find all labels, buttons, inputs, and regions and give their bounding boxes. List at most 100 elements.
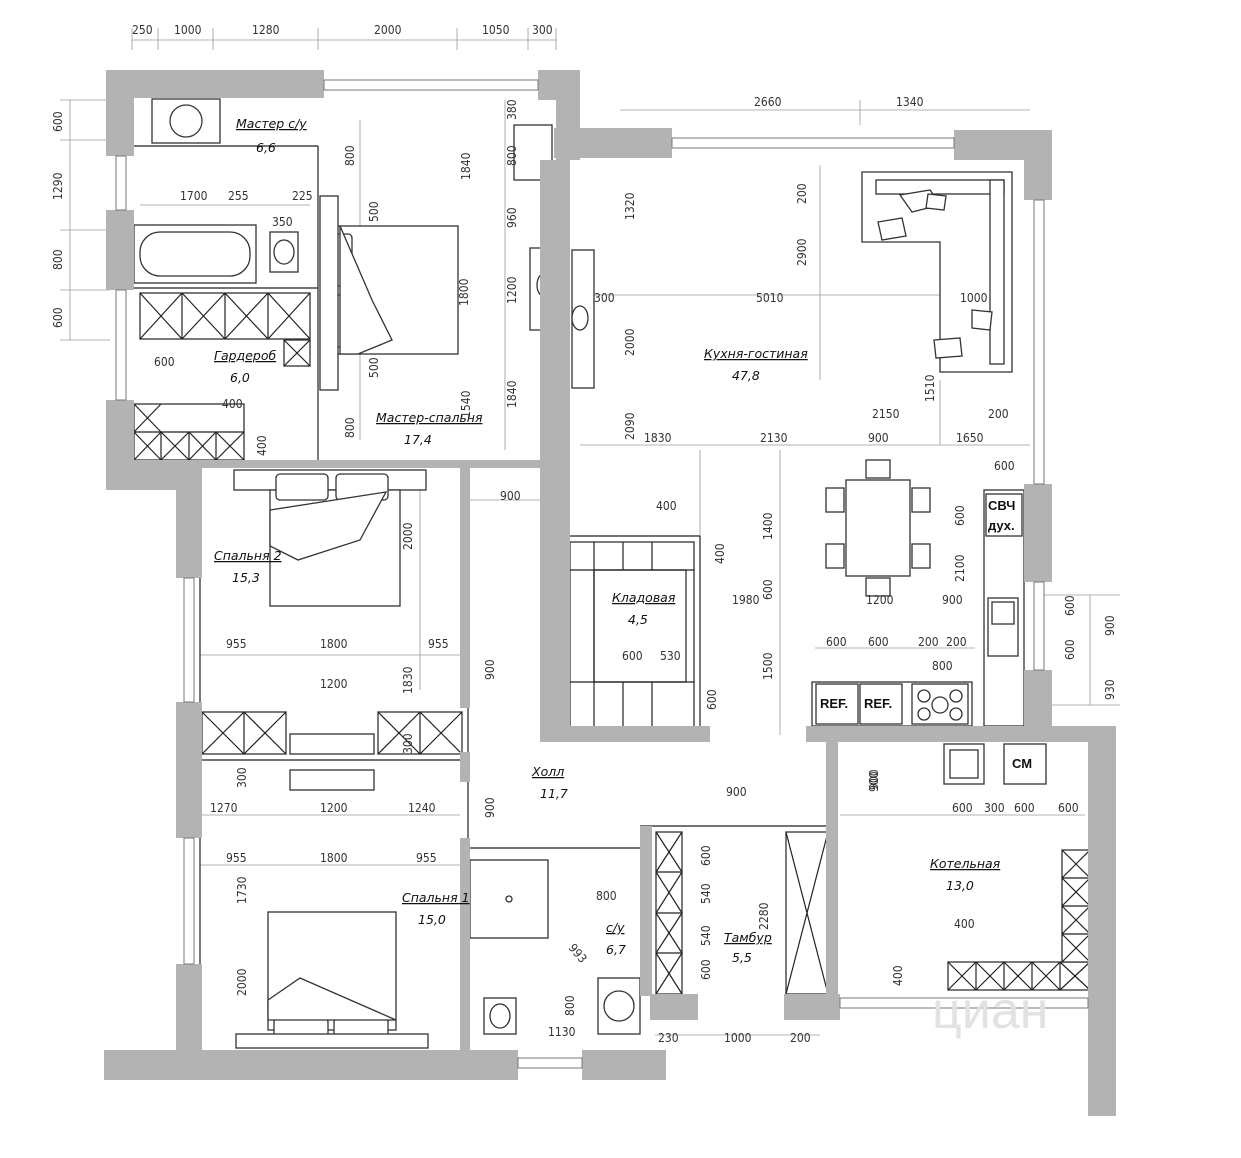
svg-text:200: 200 — [946, 635, 967, 649]
room-name: Спальня 2 — [214, 548, 282, 563]
room-name: Котельная — [930, 856, 1001, 871]
svg-text:2660: 2660 — [754, 95, 782, 109]
svg-text:600: 600 — [1014, 801, 1035, 815]
svg-text:230: 230 — [658, 1031, 679, 1045]
svg-text:1290: 1290 — [51, 172, 65, 200]
svg-text:1200: 1200 — [320, 801, 348, 815]
svg-text:1240: 1240 — [408, 801, 436, 815]
room-name: Мастер-спальня — [376, 410, 483, 425]
svg-text:1540: 1540 — [459, 390, 473, 418]
svg-text:900: 900 — [867, 771, 881, 792]
svg-text:2900: 2900 — [795, 238, 809, 266]
room-area: 6,0 — [230, 370, 250, 385]
room-name: Мастер с/у — [236, 116, 307, 131]
room-name: Спальня 1 — [402, 890, 470, 905]
svg-text:2150: 2150 — [872, 407, 900, 421]
dining-table — [825, 459, 931, 597]
room-area: 6,7 — [606, 942, 626, 957]
svg-text:600: 600 — [952, 801, 973, 815]
svg-text:1800: 1800 — [320, 637, 348, 651]
svg-text:600: 600 — [1063, 639, 1077, 660]
svg-text:600: 600 — [51, 307, 65, 328]
svg-text:800: 800 — [343, 145, 357, 166]
svg-text:2000: 2000 — [401, 522, 415, 550]
room-labels: Мастер с/у 6,6 Гардероб 6,0 Мастер-спаль… — [214, 116, 1001, 965]
room-name: Гардероб — [214, 348, 276, 363]
svg-text:955: 955 — [428, 637, 449, 651]
svg-text:900: 900 — [868, 431, 889, 445]
svg-text:1800: 1800 — [320, 851, 348, 865]
fridge-2-label: REF. — [864, 696, 892, 711]
svg-text:1200: 1200 — [320, 677, 348, 691]
svg-text:1050: 1050 — [482, 23, 510, 37]
watermark-logo: циан — [932, 982, 1048, 1040]
svg-text:600: 600 — [953, 505, 967, 526]
svg-text:255: 255 — [228, 189, 249, 203]
svg-text:200: 200 — [790, 1031, 811, 1045]
wardrobe-cabinets — [133, 292, 311, 461]
svg-text:1200: 1200 — [505, 276, 519, 304]
svg-text:900: 900 — [483, 659, 497, 680]
svg-text:2000: 2000 — [374, 23, 402, 37]
room-name: Тамбур — [724, 930, 772, 945]
dimension-lines — [60, 28, 1120, 1036]
svg-text:540: 540 — [699, 883, 713, 904]
svg-text:350: 350 — [272, 215, 293, 229]
svg-text:1840: 1840 — [459, 152, 473, 180]
room-name: Кухня-гостиная — [704, 346, 808, 361]
svg-text:1000: 1000 — [960, 291, 988, 305]
svg-text:250: 250 — [132, 23, 153, 37]
svg-text:200: 200 — [988, 407, 1009, 421]
svg-text:800: 800 — [343, 417, 357, 438]
svg-text:1510: 1510 — [923, 374, 937, 402]
svg-text:1830: 1830 — [401, 666, 415, 694]
room-area: 15,0 — [418, 912, 446, 927]
svg-text:900: 900 — [726, 785, 747, 799]
svg-text:400: 400 — [713, 543, 727, 564]
svg-text:300: 300 — [235, 767, 249, 788]
svg-text:1500: 1500 — [761, 652, 775, 680]
appliance-labels: СВЧ дух. REF. REF. СМ — [820, 498, 1032, 771]
svg-text:2000: 2000 — [623, 328, 637, 356]
svg-text:800: 800 — [596, 889, 617, 903]
fridge-1-label: REF. — [820, 696, 848, 711]
svg-text:400: 400 — [222, 397, 243, 411]
svg-text:1280: 1280 — [252, 23, 280, 37]
svg-text:300: 300 — [984, 801, 1005, 815]
svg-text:400: 400 — [954, 917, 975, 931]
svg-text:955: 955 — [416, 851, 437, 865]
svg-text:1730: 1730 — [235, 876, 249, 904]
svg-text:800: 800 — [932, 659, 953, 673]
svg-text:993: 993 — [566, 941, 590, 966]
microwave-label: СВЧ — [988, 498, 1015, 513]
svg-text:900: 900 — [500, 489, 521, 503]
svg-text:1200: 1200 — [866, 593, 894, 607]
svg-text:600: 600 — [826, 635, 847, 649]
svg-text:600: 600 — [622, 649, 643, 663]
svg-text:500: 500 — [367, 201, 381, 222]
wardrobe-bedroom-2 — [201, 711, 463, 791]
svg-text:500: 500 — [367, 357, 381, 378]
room-area: 13,0 — [946, 878, 974, 893]
furniture — [133, 98, 1091, 1049]
svg-text:5010: 5010 — [756, 291, 784, 305]
svg-text:400: 400 — [255, 435, 269, 456]
room-area: 15,3 — [232, 570, 260, 585]
dimension-labels: 250 1000 1280 2000 1050 300 600 1290 800… — [51, 23, 1117, 1045]
svg-text:900: 900 — [867, 769, 881, 790]
oven-label: дух. — [988, 518, 1015, 533]
room-area: 11,7 — [540, 786, 568, 801]
svg-text:600: 600 — [705, 689, 719, 710]
room-area: 17,4 — [404, 432, 432, 447]
svg-text:900: 900 — [483, 797, 497, 818]
svg-text:1830: 1830 — [644, 431, 672, 445]
svg-text:1000: 1000 — [724, 1031, 752, 1045]
windows — [115, 79, 1089, 1069]
svg-text:1000: 1000 — [174, 23, 202, 37]
svg-text:600: 600 — [154, 355, 175, 369]
room-area: 5,5 — [732, 950, 752, 965]
room-area: 4,5 — [628, 612, 648, 627]
svg-text:1270: 1270 — [210, 801, 238, 815]
storage-shelves — [569, 541, 695, 731]
svg-text:530: 530 — [660, 649, 681, 663]
